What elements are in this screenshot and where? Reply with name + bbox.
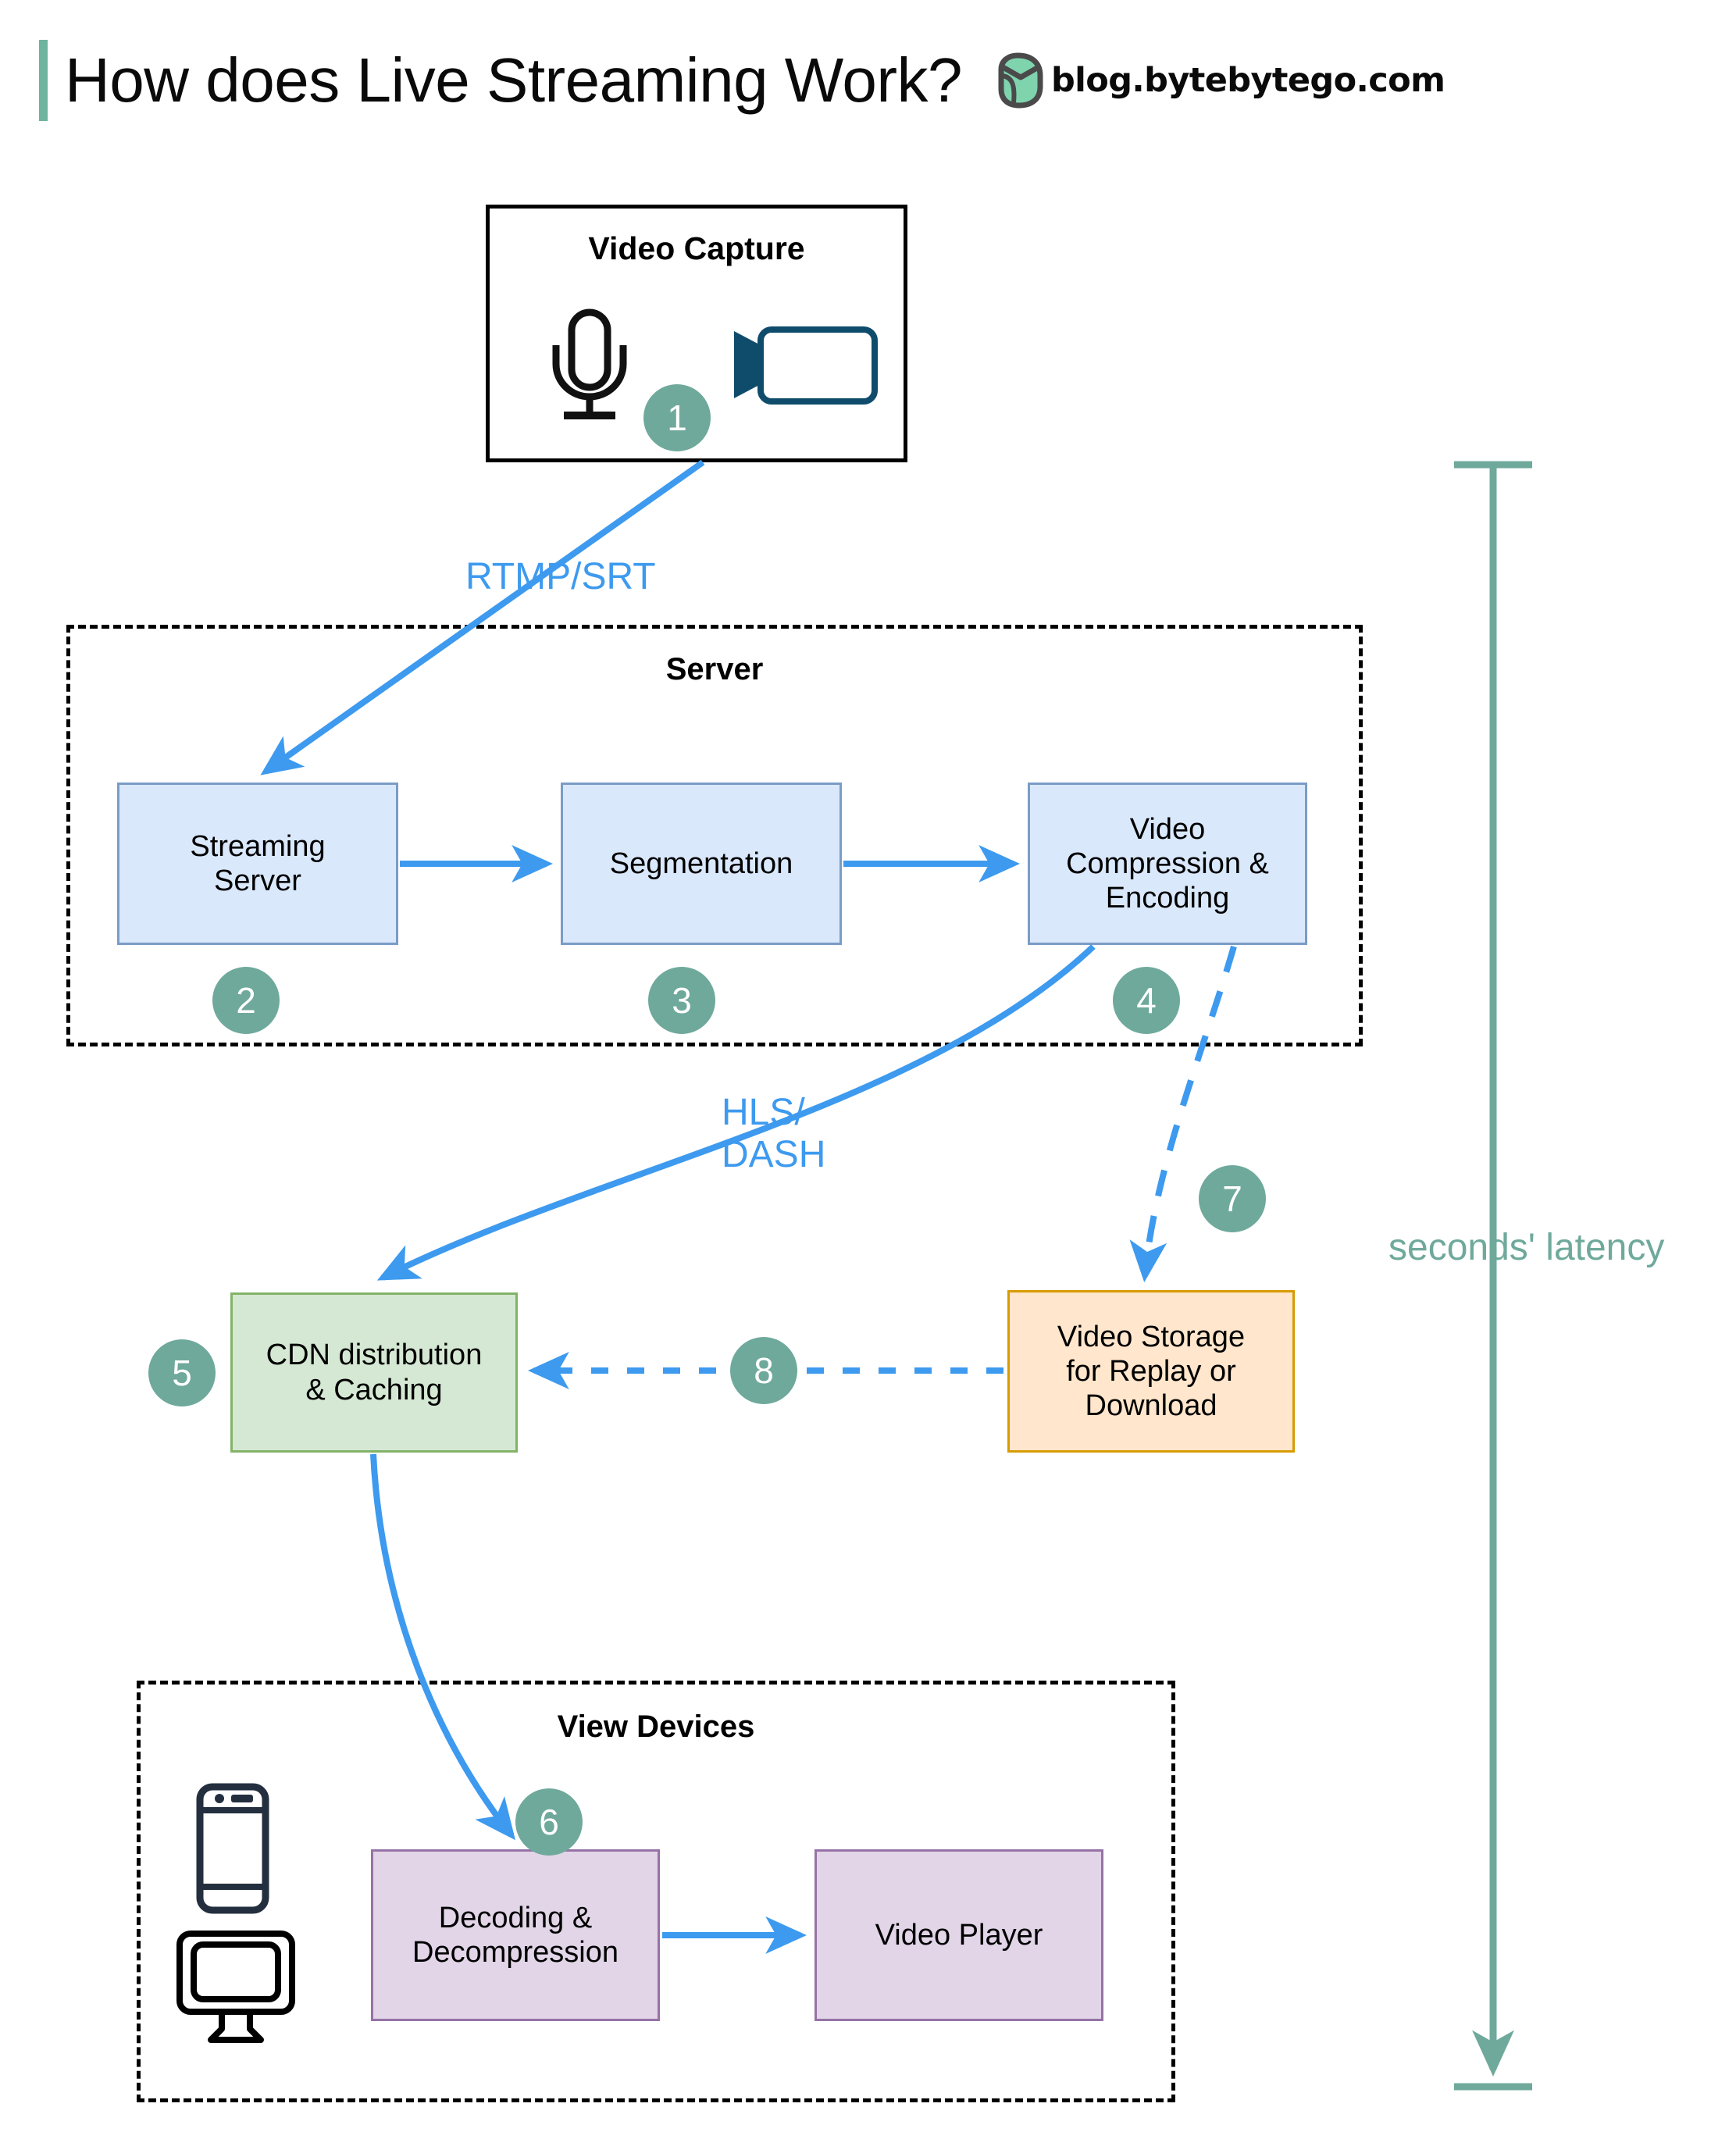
edge-label-rtmp-srt: RTMP/SRT xyxy=(465,556,656,597)
node-video-compression[interactable]: Video Compression & Encoding xyxy=(1028,783,1307,945)
brand-watermark: blog.bytebytego.com xyxy=(995,52,1445,109)
server-group-title: Server xyxy=(665,652,764,686)
bytebytego-owl-logo-icon xyxy=(998,52,1043,109)
smartphone-icon xyxy=(196,1783,269,1914)
latency-annotation: seconds' latency xyxy=(1388,1227,1665,1268)
step-badge-4: 4 xyxy=(1113,967,1180,1034)
step-badge-5: 5 xyxy=(148,1339,216,1406)
node-video-player[interactable]: Video Player xyxy=(815,1849,1103,2021)
node-video-player-label: Video Player xyxy=(875,1918,1043,1952)
brand-url: blog.bytebytego.com xyxy=(1050,61,1445,100)
step-badge-2: 2 xyxy=(212,967,280,1034)
page-title: How does Live Streaming Work? xyxy=(65,45,962,115)
view-devices-group: View Devices xyxy=(137,1681,1175,2102)
node-decoding-label: Decoding & Decompression xyxy=(412,1901,618,1969)
node-segmentation-label: Segmentation xyxy=(609,847,793,880)
node-streaming-server-label: Streaming Server xyxy=(190,829,326,897)
node-streaming-server[interactable]: Streaming Server xyxy=(117,783,398,945)
microphone-icon xyxy=(552,308,627,419)
node-decoding[interactable]: Decoding & Decompression xyxy=(371,1849,660,2021)
latency-bracket xyxy=(1454,461,1532,2091)
title-accent-bar xyxy=(39,40,48,121)
step-badge-8: 8 xyxy=(730,1337,797,1404)
view-devices-title: View Devices xyxy=(557,1710,755,1744)
node-video-storage-label: Video Storage for Replay or Download xyxy=(1057,1320,1246,1423)
step-badge-3: 3 xyxy=(648,967,715,1034)
edge-label-hls-line2: DASH xyxy=(722,1133,826,1175)
node-cdn-distribution-label: CDN distribution & Caching xyxy=(266,1339,483,1406)
edge-label-hls-dash: HLS/DASH xyxy=(722,1092,825,1176)
node-cdn-distribution[interactable]: CDN distribution & Caching xyxy=(230,1292,518,1453)
video-camera-icon xyxy=(734,326,878,405)
node-segmentation[interactable]: Segmentation xyxy=(561,783,842,945)
step-badge-7: 7 xyxy=(1199,1165,1266,1232)
edge-label-hls-line1: HLS/ xyxy=(722,1092,805,1133)
page-header: How does Live Streaming Work? blog.byteb… xyxy=(39,37,1445,123)
desktop-monitor-icon xyxy=(176,1931,295,2043)
node-video-compression-label: Video Compression & Encoding xyxy=(1066,812,1269,915)
node-video-storage[interactable]: Video Storage for Replay or Download xyxy=(1007,1290,1295,1453)
step-badge-6: 6 xyxy=(515,1788,583,1856)
step-badge-1: 1 xyxy=(643,384,711,451)
video-capture-title: Video Capture xyxy=(588,230,805,266)
